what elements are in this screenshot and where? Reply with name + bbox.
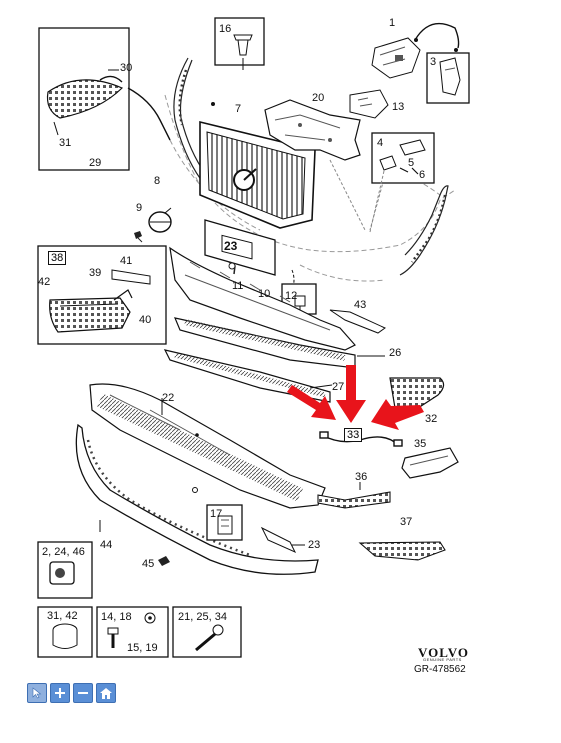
home-icon[interactable] [96, 683, 116, 703]
label-27: 27 [332, 381, 345, 393]
connector-2-24-46 [49, 561, 75, 585]
bumper-chrome-strip [178, 69, 447, 263]
label-29: 29 [89, 157, 102, 169]
label-23: 23 [308, 539, 321, 551]
bracket-13 [349, 89, 389, 119]
label-4: 4 [377, 137, 384, 149]
undertray-22 [89, 383, 326, 509]
washer-15-19 [144, 612, 156, 624]
label-45: 45 [142, 558, 155, 570]
cursor-icon[interactable] [27, 683, 47, 703]
label-10: 10 [258, 288, 271, 300]
genuine-parts-tagline: GENUINE PARTS [423, 657, 462, 662]
label-41: 41 [120, 255, 133, 267]
front-grille [199, 120, 316, 229]
label-37: 37 [400, 516, 413, 528]
svg-text:23: 23 [224, 239, 238, 253]
diagram-reference: GR-478562 [414, 664, 466, 675]
label-3: 3 [430, 56, 437, 68]
trim-37 [358, 541, 446, 561]
bracket-3 [439, 57, 461, 96]
push-clip-16 [233, 34, 253, 63]
label-20: 20 [312, 92, 325, 104]
label-6: 6 [419, 169, 426, 181]
label-16: 16 [219, 23, 232, 35]
label-5: 5 [408, 157, 415, 169]
label-kit-15-19: 15, 19 [127, 642, 158, 654]
volvo-logo: VOLVO [418, 645, 469, 660]
clip-17 [217, 515, 233, 535]
label-12: 12 [285, 290, 298, 302]
clips-4-5-6 [379, 139, 426, 175]
label-9: 9 [136, 202, 143, 214]
bolt-14-18 [107, 627, 119, 648]
label-30: 30 [120, 62, 133, 74]
label-26: 26 [389, 347, 402, 359]
label-39: 39 [89, 267, 102, 279]
plus-icon[interactable] [50, 683, 70, 703]
label-22: 22 [162, 392, 175, 404]
label-kit-21-25-34: 21, 25, 34 [178, 611, 227, 623]
label-7: 7 [235, 103, 242, 115]
label-1: 1 [389, 17, 396, 29]
nut-12 [294, 295, 306, 312]
volvo-emblem [148, 207, 172, 233]
label-33: 33 [344, 428, 363, 442]
label-31: 31 [59, 137, 72, 149]
label-36: 36 [355, 471, 368, 483]
fog-trim-lower [317, 491, 391, 509]
trim-43 [329, 309, 386, 334]
label-kit-14-18: 14, 18 [101, 611, 132, 623]
label-35: 35 [414, 438, 427, 450]
license-plate-holder: 23 [204, 219, 276, 276]
highlight-arrows [287, 365, 424, 430]
label-kit-2-24-46: 2, 24, 46 [42, 546, 85, 558]
screw-11 [228, 261, 236, 275]
reinforcement-27 [163, 349, 331, 403]
label-43: 43 [354, 299, 367, 311]
fog-housing-36 [389, 377, 445, 411]
grommet-31-42 [52, 623, 78, 649]
label-44: 44 [100, 539, 113, 551]
side-grille-39 [49, 297, 131, 333]
bracket-20 [264, 99, 361, 161]
trim-23 [260, 526, 297, 554]
label-kit-31-42: 31, 42 [47, 610, 78, 622]
lamp-35 [401, 447, 459, 479]
clip-9 [134, 231, 143, 243]
label-17: 17 [210, 508, 223, 520]
minus-icon[interactable] [73, 683, 93, 703]
label-32: 32 [425, 413, 438, 425]
label-38: 38 [48, 251, 67, 265]
lower-bumper-44 [75, 423, 319, 575]
absorber-beam [169, 246, 356, 351]
screw-21-25-34 [195, 624, 224, 652]
label-8: 8 [154, 175, 161, 187]
bracket-1 [371, 37, 421, 79]
fog-grille-29 [46, 75, 124, 119]
label-11: 11 [232, 280, 244, 292]
trim-41 [111, 269, 151, 285]
clip-45 [158, 556, 170, 566]
zoom-toolbar [27, 683, 116, 703]
label-40: 40 [139, 314, 152, 326]
label-42: 42 [38, 276, 51, 288]
label-13: 13 [392, 101, 405, 113]
